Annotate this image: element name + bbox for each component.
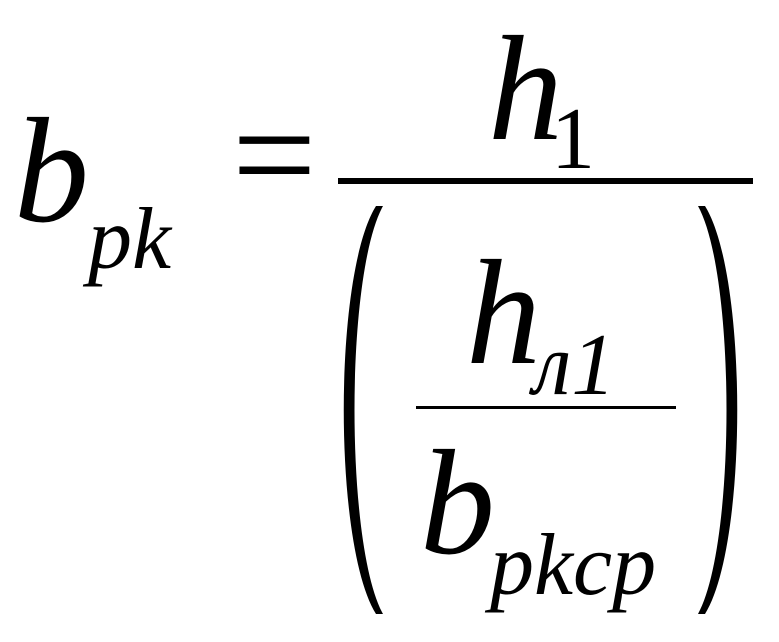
left-parenthesis	[343, 206, 383, 614]
inner-numerator-variable: h	[466, 230, 541, 396]
inner-denominator-subscript: pkcp	[490, 517, 657, 614]
numerator-variable: h	[488, 6, 563, 172]
lhs-variable: b	[14, 88, 89, 254]
inner-numerator-subscript: л1	[533, 317, 616, 414]
numerator-subscript: 1	[551, 91, 595, 188]
lhs-subscript: pk	[88, 191, 172, 288]
inner-fraction-bar	[416, 406, 676, 409]
inner-denominator-variable: b	[420, 420, 495, 586]
main-fraction-bar	[338, 178, 753, 184]
right-parenthesis	[698, 206, 738, 614]
equals-sign: =	[232, 72, 317, 238]
